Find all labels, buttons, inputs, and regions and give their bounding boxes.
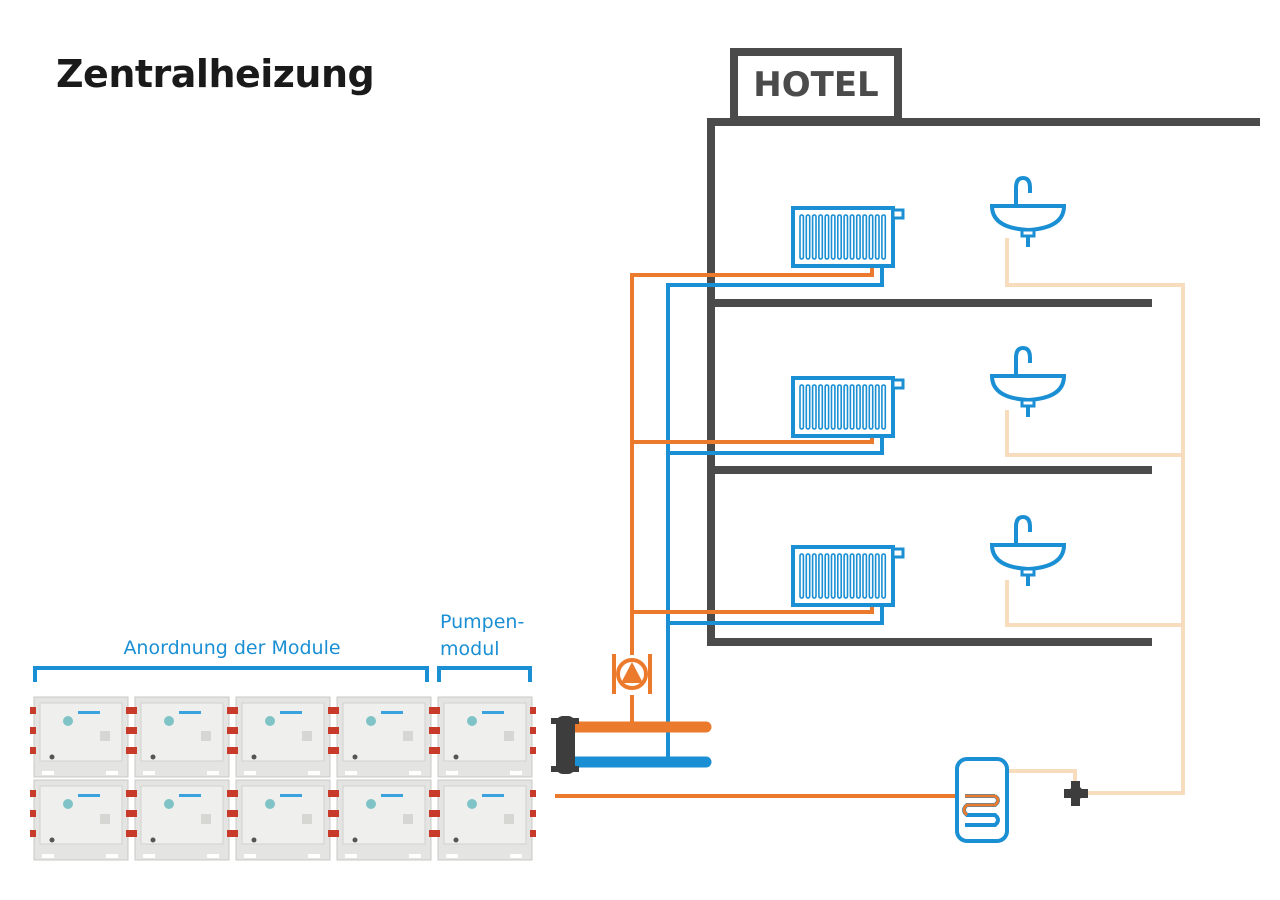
module-unit bbox=[232, 779, 334, 861]
return-line bbox=[666, 268, 884, 762]
module-arrangement-label: Anordnung der Module bbox=[123, 637, 341, 659]
radiator-icon bbox=[791, 376, 905, 438]
module-brackets bbox=[33, 666, 532, 682]
pump-module-label: Pumpen- modul bbox=[440, 609, 540, 663]
pump-module-label-line2: modul bbox=[440, 638, 500, 660]
radiator-icon bbox=[791, 206, 905, 268]
hot-water-tank-icon bbox=[955, 757, 1009, 843]
module-unit bbox=[131, 779, 233, 861]
page-title: Zentralheizung bbox=[56, 52, 375, 96]
module-unit bbox=[434, 696, 536, 778]
radiators bbox=[791, 206, 905, 607]
manifold bbox=[569, 721, 712, 768]
hydraulic-separator-icon bbox=[551, 716, 579, 774]
sinks bbox=[989, 175, 1067, 586]
mixing-valve-icon bbox=[1064, 781, 1088, 806]
sink-icon bbox=[989, 175, 1067, 247]
bracket-pump-module bbox=[437, 666, 532, 682]
supply-line bbox=[555, 268, 965, 798]
hot-water-line bbox=[1005, 238, 1185, 795]
module-unit bbox=[131, 696, 233, 778]
bracket-arrangement bbox=[33, 666, 429, 682]
module-unit bbox=[333, 696, 435, 778]
building-roof-wall bbox=[707, 118, 1260, 646]
pump-icon bbox=[612, 654, 652, 694]
module-unit bbox=[30, 779, 132, 861]
pump-module-label-line1: Pumpen- bbox=[440, 611, 525, 633]
hotel-building bbox=[707, 48, 1260, 646]
radiator-icon bbox=[791, 545, 905, 607]
hotel-sign: HOTEL bbox=[753, 65, 879, 105]
sink-icon bbox=[989, 345, 1067, 417]
module-unit bbox=[232, 696, 334, 778]
module-array bbox=[30, 696, 536, 861]
module-unit bbox=[30, 696, 132, 778]
module-unit bbox=[333, 779, 435, 861]
sink-icon bbox=[989, 514, 1067, 586]
module-unit bbox=[434, 779, 536, 861]
